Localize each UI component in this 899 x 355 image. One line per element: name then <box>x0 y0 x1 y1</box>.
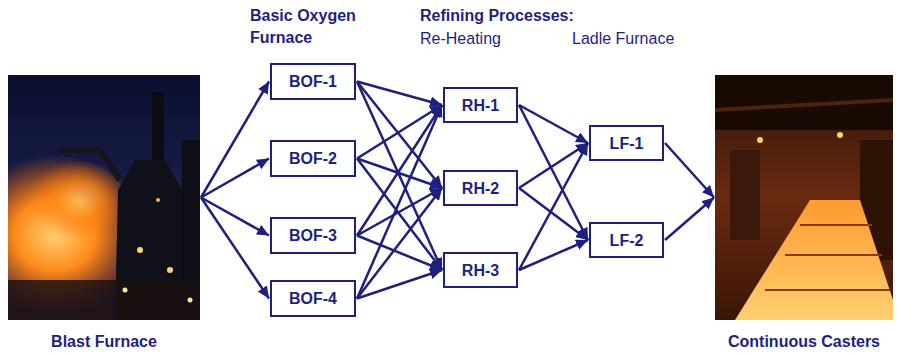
process-box: LF-1 <box>589 125 664 161</box>
lamp <box>167 267 173 273</box>
lamp <box>837 132 843 138</box>
lamp <box>188 298 193 303</box>
flow-arrow <box>519 188 588 240</box>
ground-structures <box>8 280 200 320</box>
downcomer-pipe <box>60 150 120 180</box>
caster-frame <box>730 150 760 240</box>
column-subheading: Re-Heating <box>420 28 501 50</box>
flow-arrow <box>357 82 442 106</box>
night-sky <box>8 75 200 320</box>
flow-arrow <box>519 143 588 188</box>
column-heading: Refining Processes: <box>420 5 574 27</box>
flow-arrow <box>357 188 442 236</box>
flow-arrow <box>201 159 269 198</box>
flow-arrow <box>201 82 269 198</box>
mill-hall <box>715 75 893 320</box>
flow-arrow <box>665 198 714 241</box>
roller <box>785 254 882 256</box>
continuous-caster-photo <box>715 75 893 320</box>
process-box: BOF-2 <box>270 140 356 177</box>
box-label: BOF-3 <box>289 226 337 245</box>
lamp <box>137 247 143 253</box>
roof-structure <box>715 75 893 130</box>
lamp <box>156 198 160 202</box>
box-label: LF-2 <box>610 231 644 250</box>
flow-arrow <box>357 105 442 236</box>
glowing-slab <box>735 200 893 320</box>
box-label: BOF-1 <box>289 72 337 91</box>
lamp <box>123 288 128 293</box>
process-box: RH-2 <box>443 170 518 206</box>
process-box: BOF-1 <box>270 63 356 100</box>
lamp <box>757 137 763 143</box>
blast-furnace-node: Blast Furnace <box>8 75 200 351</box>
column-heading: Basic Oxygen Furnace <box>250 5 375 49</box>
stage-caption: Blast Furnace <box>51 332 157 351</box>
box-label: BOF-4 <box>289 289 337 308</box>
process-box: RH-1 <box>443 87 518 123</box>
flow-arrow <box>357 105 442 299</box>
box-label: BOF-2 <box>289 149 337 168</box>
roof-beam <box>715 100 893 110</box>
roller <box>765 289 890 291</box>
flow-arrow <box>519 143 588 270</box>
process-box: BOF-3 <box>270 217 356 254</box>
stage-caption: Continuous Casters <box>728 332 880 351</box>
continuous-caster-node: Continuous Casters <box>715 75 893 351</box>
blast-furnace-photo <box>8 75 200 320</box>
box-label: RH-1 <box>462 96 499 115</box>
process-box: RH-3 <box>443 252 518 288</box>
flow-arrow <box>519 240 588 270</box>
box-label: RH-2 <box>462 179 499 198</box>
roller <box>800 224 872 226</box>
flow-arrow <box>201 198 269 236</box>
process-box: LF-2 <box>589 222 664 258</box>
flow-arrow <box>665 143 714 198</box>
flow-arrow <box>201 198 269 299</box>
column-subheading: Ladle Furnace <box>572 28 674 50</box>
flow-arrow <box>519 105 588 240</box>
flow-arrow <box>357 270 442 299</box>
box-label: LF-1 <box>610 134 644 153</box>
box-label: RH-3 <box>462 261 499 280</box>
process-box: BOF-4 <box>270 280 356 317</box>
flow-arrow <box>357 188 442 299</box>
flow-arrow <box>357 236 442 271</box>
